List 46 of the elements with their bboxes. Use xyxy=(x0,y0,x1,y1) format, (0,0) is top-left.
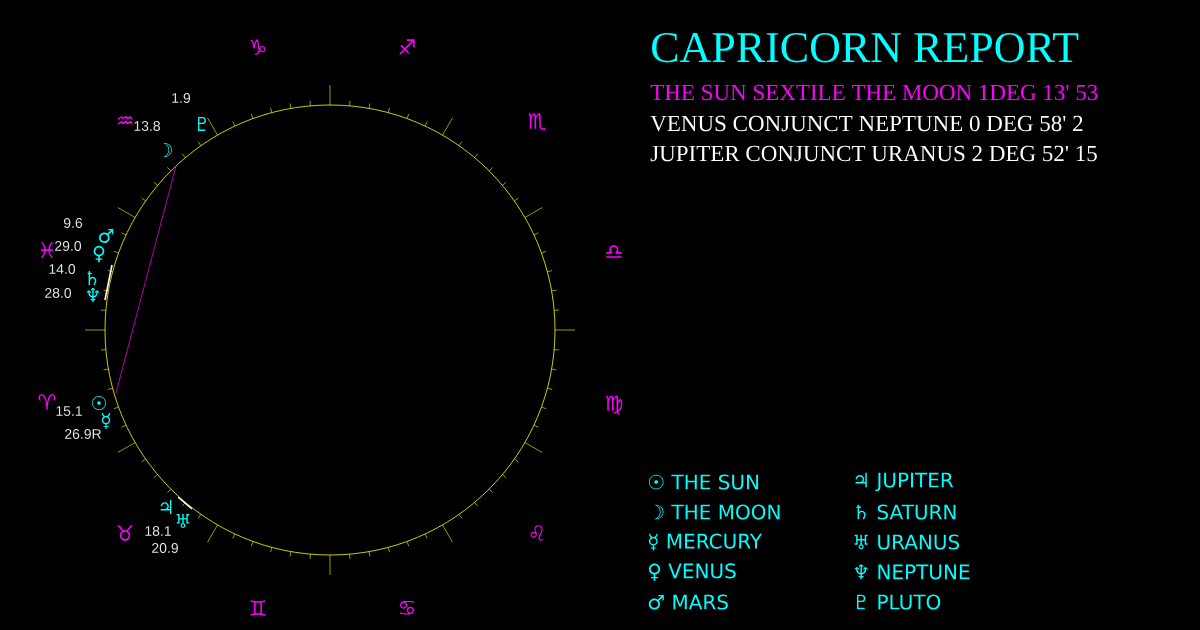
aspect-text: VENUS CONJUNCT NEPTUNE 0 DEG 58' 2 xyxy=(650,115,1083,132)
legend-entry: ☽ THE MOON xyxy=(654,504,780,520)
legend-entry: ☿ MERCURY xyxy=(648,533,763,551)
planet-glyph: ♇ xyxy=(198,117,206,131)
degree-label: 13.8 xyxy=(134,121,160,131)
degree-label: 15.1 xyxy=(56,406,82,416)
legend-entry: ♅ URANUS xyxy=(854,534,960,550)
zodiac-glyph: ♒ xyxy=(117,115,133,125)
legend-entry: ♄ SATURN xyxy=(856,504,956,520)
planet-glyph: ☿ xyxy=(101,413,111,429)
degree-label: 20.9 xyxy=(152,543,178,553)
planet-glyph: ♂ xyxy=(99,229,114,243)
planet-glyph: ♀ xyxy=(93,245,105,263)
zodiac-glyph: ♏ xyxy=(528,113,546,131)
zodiac-glyph: ♑ xyxy=(250,39,266,55)
degree-label: 26.9R xyxy=(65,429,101,439)
planet-glyph: ☽ xyxy=(163,143,172,157)
legend-entry: ☉ THE SUN xyxy=(648,474,759,490)
planet-glyph: ♅ xyxy=(176,514,190,528)
degree-label: 28.0 xyxy=(45,288,72,298)
degree-label: 9.6 xyxy=(63,218,83,228)
legend-entry: ♆ NEPTUNE xyxy=(854,564,970,580)
zodiac-glyph: ♐ xyxy=(399,39,415,55)
legend-entry: ♇ PLUTO xyxy=(857,594,941,610)
zodiac-glyph: ♉ xyxy=(117,525,133,541)
zodiac-glyph: ♍ xyxy=(605,395,623,415)
zodiac-glyph: ♌ xyxy=(530,525,544,541)
zodiac-glyph: ♓ xyxy=(40,242,54,258)
planet-glyph: ♆ xyxy=(86,288,100,302)
aspect-text: THE SUN SEXTILE THE MOON 1DEG 13' 53 xyxy=(650,84,1098,101)
degree-label: 14.0 xyxy=(49,264,76,274)
legend-entry: ♂ MARS xyxy=(648,594,728,610)
aspect-text: JUPITER CONJUNCT URANUS 2 DEG 52' 15 xyxy=(650,145,1097,162)
planet-glyph: ☉ xyxy=(92,396,106,410)
title: CAPRICORN REPORT xyxy=(652,32,1079,63)
planet-glyph: ♃ xyxy=(160,500,172,514)
degree-label: 29.0 xyxy=(55,241,82,251)
zodiac-glyph: ♈ xyxy=(38,394,56,410)
planet-glyph: ♄ xyxy=(87,271,97,285)
legend-entry: ♃ JUPITER xyxy=(855,472,954,492)
degree-label: 18.1 xyxy=(145,526,171,536)
zodiac-glyph: ♋ xyxy=(399,600,415,615)
legend-entry: ♀ VENUS xyxy=(648,563,736,581)
zodiac-glyph: ♎ xyxy=(606,245,622,258)
degree-label: 1.9 xyxy=(172,93,191,103)
zodiac-glyph: ♊ xyxy=(250,600,266,616)
